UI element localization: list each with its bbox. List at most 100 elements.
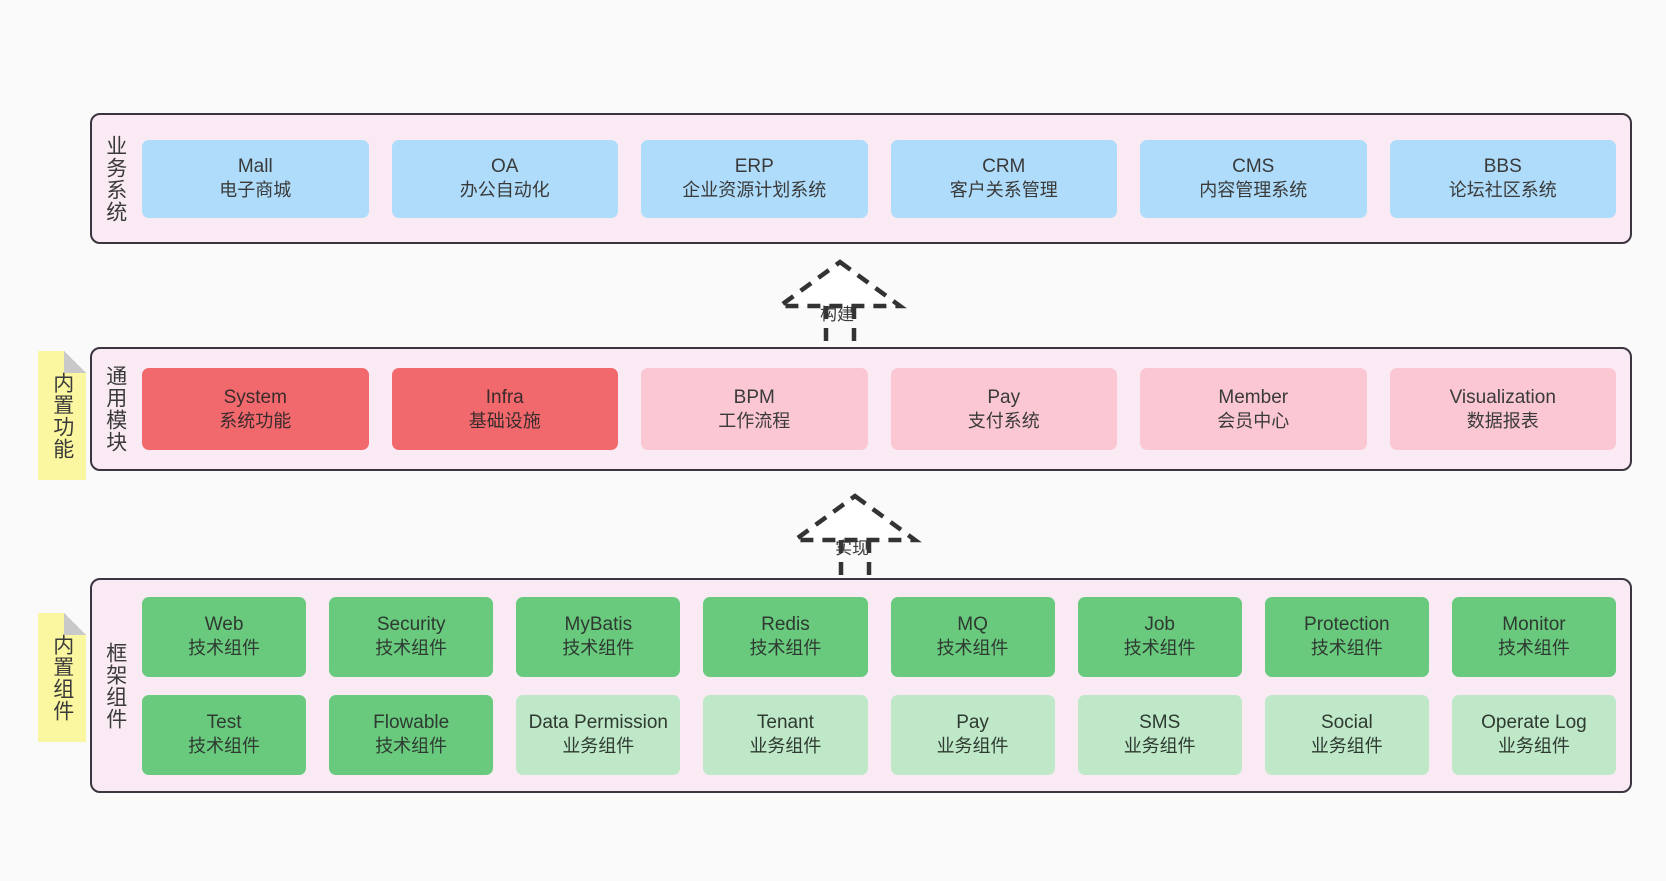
card-title: Security xyxy=(376,614,446,635)
card-visualization[interactable]: Visualization 数据报表 xyxy=(1389,368,1616,450)
card-social[interactable]: Social 业务组件 xyxy=(1264,694,1429,775)
card-subtitle: 客户关系管理 xyxy=(949,180,1058,201)
card-subtitle: 内容管理系统 xyxy=(1199,180,1308,201)
card-title: Job xyxy=(1144,614,1175,635)
sticky-note-builtin-components: 内置组件 xyxy=(38,613,86,742)
card-subtitle: 支付系统 xyxy=(967,410,1040,431)
card-title: Social xyxy=(1320,712,1373,733)
connector-implement-label: 实现 xyxy=(835,539,869,558)
card-tenant[interactable]: Tenant 业务组件 xyxy=(703,694,868,775)
card-protection[interactable]: Protection 技术组件 xyxy=(1264,596,1429,677)
card-subtitle: 基础设施 xyxy=(468,410,541,431)
connector-build-label: 构建 xyxy=(820,305,854,324)
card-pay-component[interactable]: Pay 业务组件 xyxy=(890,694,1055,775)
card-title: CRM xyxy=(982,156,1026,177)
card-security[interactable]: Security 技术组件 xyxy=(329,596,494,677)
card-title: Infra xyxy=(485,386,524,408)
card-bpm[interactable]: BPM 工作流程 xyxy=(641,368,868,450)
layer-body-framework-components: Web 技术组件 Security 技术组件 MyBatis 技术组件 Redi… xyxy=(138,580,1630,791)
card-mybatis[interactable]: MyBatis 技术组件 xyxy=(516,596,681,677)
card-subtitle: 业务组件 xyxy=(749,736,822,757)
card-subtitle: 业务组件 xyxy=(562,736,635,757)
card-title: SMS xyxy=(1139,712,1181,733)
card-subtitle: 技术组件 xyxy=(749,638,822,659)
card-subtitle: 技术组件 xyxy=(375,638,448,659)
card-subtitle: 会员中心 xyxy=(1217,410,1290,431)
card-title: Pay xyxy=(987,386,1021,408)
card-infra[interactable]: Infra 基础设施 xyxy=(391,368,618,450)
card-data-permission[interactable]: Data Permission 业务组件 xyxy=(516,694,681,775)
card-title: Member xyxy=(1218,386,1289,408)
card-monitor[interactable]: Monitor 技术组件 xyxy=(1451,596,1616,677)
card-title: MQ xyxy=(957,614,988,635)
card-subtitle: 技术组件 xyxy=(1497,638,1570,659)
card-job[interactable]: Job 技术组件 xyxy=(1077,596,1242,677)
framework-business-row: Test 技术组件 Flowable 技术组件 Data Permission … xyxy=(142,694,1616,775)
card-title: Flowable xyxy=(373,712,450,733)
generalization-arrow-icon xyxy=(788,493,922,582)
card-title: Mall xyxy=(237,156,273,177)
card-operate-log[interactable]: Operate Log 业务组件 xyxy=(1451,694,1616,775)
card-title: Monitor xyxy=(1502,614,1566,635)
card-title: Operate Log xyxy=(1481,712,1587,733)
card-flowable[interactable]: Flowable 技术组件 xyxy=(329,694,494,775)
card-subtitle: 系统功能 xyxy=(219,410,292,431)
card-title: Data Permission xyxy=(528,712,668,733)
layer-label-framework-components: 框架组件 xyxy=(103,641,127,730)
card-cms[interactable]: CMS 内容管理系统 xyxy=(1140,139,1367,218)
layer-common-modules: 通用模块 System 系统功能 Infra 基础设施 BPM 工作流程 Pay… xyxy=(90,347,1632,471)
card-title: System xyxy=(223,386,287,408)
card-subtitle: 技术组件 xyxy=(936,638,1009,659)
card-subtitle: 技术组件 xyxy=(1123,638,1196,659)
card-subtitle: 数据报表 xyxy=(1466,410,1539,431)
card-title: Visualization xyxy=(1449,386,1556,408)
card-title: BPM xyxy=(733,386,775,408)
card-system[interactable]: System 系统功能 xyxy=(142,368,369,450)
card-subtitle: 办公自动化 xyxy=(459,180,550,201)
card-subtitle: 业务组件 xyxy=(1310,736,1383,757)
card-subtitle: 电子商城 xyxy=(219,180,292,201)
layer-framework-components: 框架组件 Web 技术组件 Security 技术组件 MyBatis 技术组件… xyxy=(90,578,1632,793)
card-subtitle: 业务组件 xyxy=(1497,736,1570,757)
card-title: Pay xyxy=(956,712,989,733)
sticky-note-label: 内置组件 xyxy=(50,633,74,722)
card-title: Test xyxy=(206,712,242,733)
card-subtitle: 技术组件 xyxy=(375,736,448,757)
card-bbs[interactable]: BBS 论坛社区系统 xyxy=(1389,139,1616,218)
framework-tech-row: Web 技术组件 Security 技术组件 MyBatis 技术组件 Redi… xyxy=(142,596,1616,677)
card-title: Tenant xyxy=(756,712,814,733)
card-title: Redis xyxy=(761,614,810,635)
card-pay-module[interactable]: Pay 支付系统 xyxy=(890,368,1117,450)
connector-build: 构建 xyxy=(760,258,920,350)
card-mq[interactable]: MQ 技术组件 xyxy=(890,596,1055,677)
card-subtitle: 企业资源计划系统 xyxy=(682,180,827,201)
card-mall[interactable]: Mall 电子商城 xyxy=(142,139,369,218)
card-title: Protection xyxy=(1304,614,1390,635)
card-web[interactable]: Web 技术组件 xyxy=(142,596,307,677)
layer-label-common-modules: 通用模块 xyxy=(103,365,127,453)
card-title: Web xyxy=(204,614,244,635)
card-title: BBS xyxy=(1483,156,1522,177)
sticky-note-label: 内置功能 xyxy=(50,371,74,460)
card-title: OA xyxy=(491,156,519,177)
card-oa[interactable]: OA 办公自动化 xyxy=(391,139,618,218)
card-subtitle: 技术组件 xyxy=(1310,638,1383,659)
connector-implement: 实现 xyxy=(775,492,935,582)
layer-body-common-modules: System 系统功能 Infra 基础设施 BPM 工作流程 Pay 支付系统… xyxy=(138,349,1630,469)
card-crm[interactable]: CRM 客户关系管理 xyxy=(890,139,1117,218)
card-test[interactable]: Test 技术组件 xyxy=(142,694,307,775)
business-systems-row: Mall 电子商城 OA 办公自动化 ERP 企业资源计划系统 CRM 客户关系… xyxy=(142,139,1616,218)
layer-business-systems: 业务系统 Mall 电子商城 OA 办公自动化 ERP 企业资源计划系统 CRM… xyxy=(90,113,1632,244)
card-sms[interactable]: SMS 业务组件 xyxy=(1077,694,1242,775)
sticky-note-builtin-features: 内置功能 xyxy=(38,351,86,480)
card-member[interactable]: Member 会员中心 xyxy=(1140,368,1367,450)
generalization-arrow-icon xyxy=(773,259,907,350)
card-subtitle: 技术组件 xyxy=(188,638,261,659)
card-subtitle: 技术组件 xyxy=(562,638,635,659)
card-redis[interactable]: Redis 技术组件 xyxy=(703,596,868,677)
card-erp[interactable]: ERP 企业资源计划系统 xyxy=(641,139,868,218)
card-title: MyBatis xyxy=(564,614,633,635)
card-subtitle: 技术组件 xyxy=(188,736,261,757)
layer-body-business-systems: Mall 电子商城 OA 办公自动化 ERP 企业资源计划系统 CRM 客户关系… xyxy=(138,115,1630,242)
